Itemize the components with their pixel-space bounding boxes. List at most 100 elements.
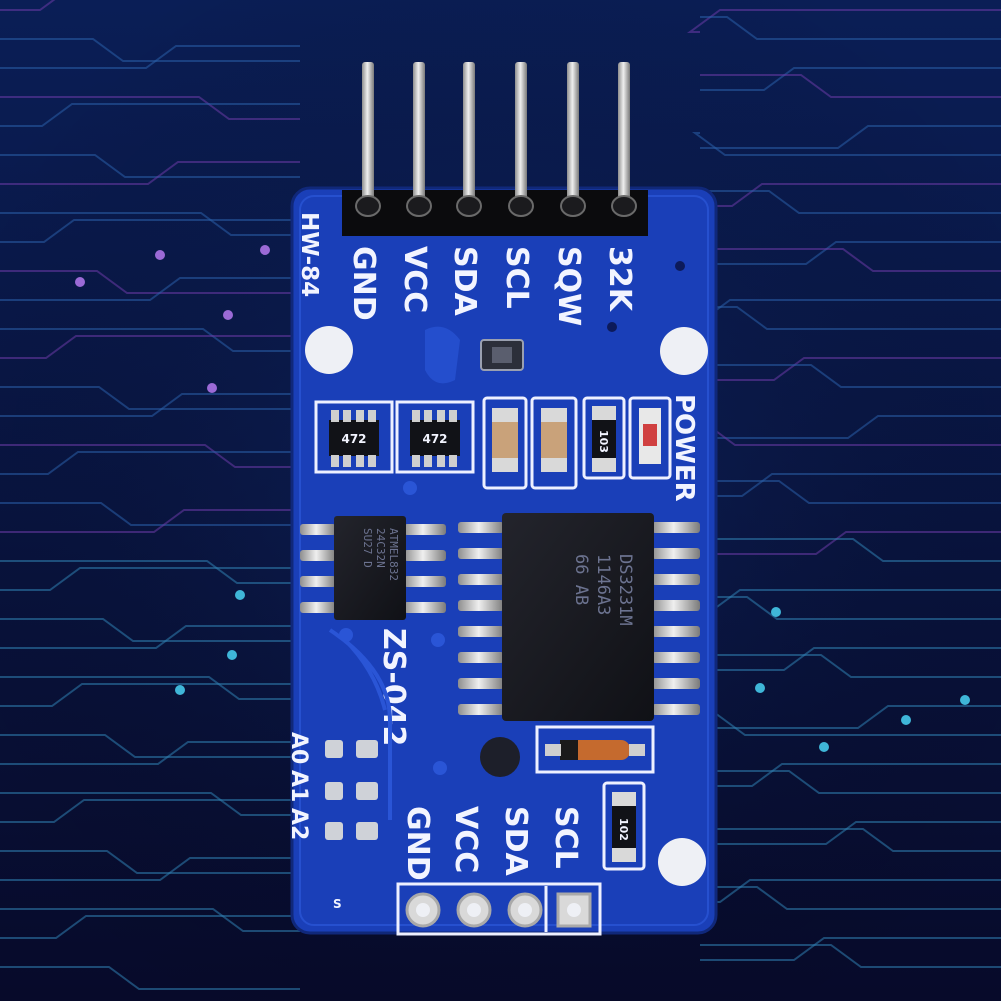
circuit-line	[0, 270, 300, 294]
resistor-network-2-code: 472	[422, 432, 447, 446]
circuit-line	[0, 38, 300, 62]
chip-pin	[652, 574, 700, 585]
circuit-line	[0, 560, 300, 584]
circuit-line	[700, 306, 1001, 330]
address-label-a0: A0	[286, 732, 311, 764]
circuit-line	[700, 531, 1001, 555]
circuit-line	[0, 567, 300, 591]
circuit-line	[700, 473, 1001, 497]
circuit-node-dot	[75, 277, 85, 287]
circuit-line	[0, 734, 300, 758]
circuit-line	[700, 357, 1001, 381]
bottom-pin-label-vcc: VCC	[448, 806, 483, 873]
resistor-network-2: 472	[395, 400, 475, 474]
circuit-line	[0, 212, 300, 236]
header-pad-hole	[416, 903, 430, 917]
chip-pin	[458, 574, 504, 585]
via	[607, 322, 617, 332]
mounting-hole	[660, 327, 708, 375]
circuit-line	[0, 386, 300, 410]
circuit-node-dot	[260, 245, 270, 255]
circuit-line	[0, 444, 300, 468]
rtc-marking: 66 AB	[571, 554, 591, 605]
circuit-line	[700, 190, 1001, 214]
bottom-pin-label-scl: SCL	[548, 806, 583, 869]
top-pin-label-scl: SCL	[499, 246, 534, 309]
circuit-line	[700, 125, 1001, 149]
chip-pin	[458, 704, 504, 715]
chip-pin	[458, 652, 504, 663]
circuit-line	[0, 915, 300, 939]
circuit-line	[700, 364, 1001, 388]
circuit-line	[700, 241, 1001, 265]
circuit-line	[0, 966, 300, 990]
circuit-line	[700, 596, 1001, 620]
capacitor	[482, 396, 528, 490]
circuit-line	[0, 154, 300, 178]
resistor-network-1-code: 472	[341, 432, 366, 446]
circuit-line	[0, 328, 300, 352]
circuit-line	[0, 103, 300, 127]
chip-pin	[652, 678, 700, 689]
resistor-top-code: 103	[597, 430, 610, 453]
bottom-header-outline	[396, 882, 602, 936]
chip-pin	[652, 548, 700, 559]
circuit-line	[0, 683, 300, 707]
via	[675, 261, 685, 271]
circuit-line	[700, 763, 1001, 787]
chip-pin	[458, 522, 504, 533]
circuit-line	[0, 618, 300, 642]
capacitor	[530, 396, 578, 490]
header-pin	[618, 62, 630, 214]
rtc-marking: DS3231M	[615, 554, 635, 626]
bottom-pin-label-gnd: GND	[400, 806, 435, 881]
circuit-line	[0, 857, 300, 881]
via	[403, 481, 417, 495]
top-header-housing	[342, 190, 648, 236]
top-pin-label-32k: 32K	[602, 246, 637, 313]
circuit-line	[0, 45, 300, 69]
diode	[535, 725, 655, 774]
resistor-bottom-code: 102	[617, 818, 630, 841]
circuit-line	[700, 654, 1001, 678]
circuit-line	[700, 248, 1001, 272]
circuit-node-dot	[235, 590, 245, 600]
circuit-line	[700, 886, 1001, 910]
circuit-line	[0, 277, 300, 301]
circuit-line	[700, 944, 1001, 968]
black-blob	[480, 737, 520, 777]
solder-joint	[456, 195, 482, 217]
header-pin	[515, 62, 527, 214]
solder-joint	[355, 195, 381, 217]
circuit-line	[700, 67, 1001, 91]
circuit-node-dot	[960, 695, 970, 705]
circuit-line	[0, 502, 300, 526]
small-mark: S	[333, 897, 342, 911]
circuit-node-dot	[755, 683, 765, 693]
small-sensor-window	[492, 347, 512, 363]
chip-pin	[458, 678, 504, 689]
via	[433, 761, 447, 775]
header-pin	[463, 62, 475, 214]
solder-joint	[560, 195, 586, 217]
circuit-line	[700, 770, 1001, 794]
mounting-hole	[305, 326, 353, 374]
circuit-line	[0, 908, 300, 932]
model-label: HW-84	[296, 212, 322, 297]
solder-joint	[406, 195, 432, 217]
circuit-node-dot	[771, 607, 781, 617]
bottom-pin-label-sda: SDA	[498, 806, 533, 877]
circuit-line	[0, 393, 300, 417]
circuit-line	[0, 0, 56, 11]
eeprom-marking: SU27 D	[361, 528, 374, 568]
via	[431, 633, 445, 647]
chip-pin	[458, 626, 504, 637]
circuit-line	[700, 937, 1001, 961]
header-pad-hole	[518, 903, 532, 917]
solder-flux	[425, 326, 460, 384]
circuit-node-dot	[155, 250, 165, 260]
